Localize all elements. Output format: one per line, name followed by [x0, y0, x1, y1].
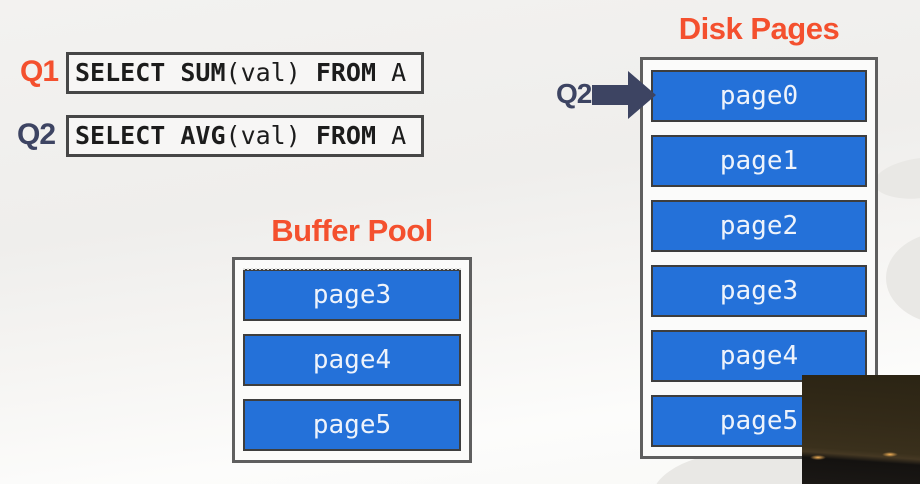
watermark-swoosh-band	[871, 152, 920, 204]
empty-slot-dotted-line	[243, 268, 461, 270]
webcam-overlay	[802, 375, 920, 484]
sql-q1-from: FROM	[315, 58, 377, 87]
sql-q2-from: FROM	[315, 121, 377, 150]
disk-page-0: page0	[651, 70, 867, 122]
sql-q1-args: (val)	[225, 58, 316, 87]
disk-page-2: page2	[651, 200, 867, 252]
sql-box-q2: SELECT AVG(val) FROM A	[66, 115, 424, 157]
buffer-pool-title: Buffer Pool	[271, 213, 433, 248]
sql-q2-args: (val)	[225, 121, 316, 150]
sql-q2-keyword: SELECT AVG	[75, 121, 226, 150]
buffer-pool-container: page3 page4 page5	[232, 257, 472, 463]
sql-q1-table: A	[376, 58, 407, 87]
sql-q1-keyword: SELECT SUM	[75, 58, 226, 87]
query-label-q1: Q1	[20, 55, 59, 88]
right-arrow-icon	[592, 71, 656, 119]
disk-page-1: page1	[651, 135, 867, 187]
disk-page-3: page3	[651, 265, 867, 317]
query-label-q2: Q2	[17, 118, 56, 151]
sql-q2-table: A	[376, 121, 407, 150]
watermark-swoosh-blob	[886, 232, 920, 324]
disk-pages-title: Disk Pages	[678, 11, 840, 46]
buffer-page-0: page3	[243, 269, 461, 321]
desk-reflection-glint	[810, 455, 826, 460]
buffer-page-1: page4	[243, 334, 461, 386]
desk-reflection-glint	[882, 452, 898, 457]
pointer-label-q2: Q2	[556, 78, 592, 109]
disk-page-4: page4	[651, 330, 867, 382]
sql-box-q1: SELECT SUM(val) FROM A	[66, 52, 424, 94]
buffer-page-2: page5	[243, 399, 461, 451]
